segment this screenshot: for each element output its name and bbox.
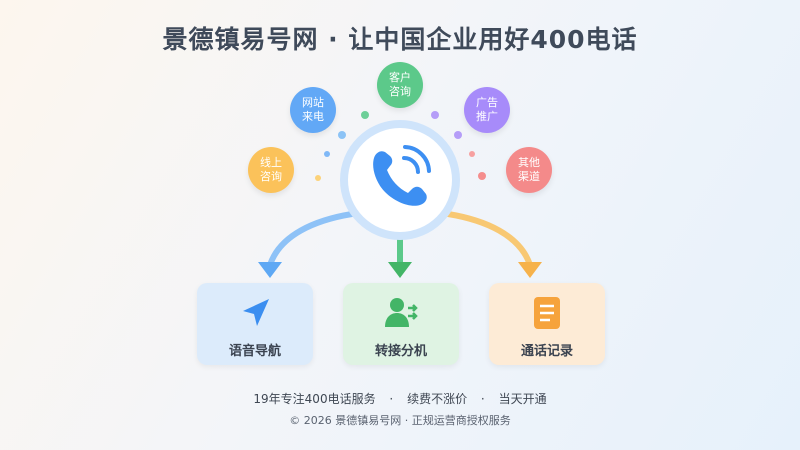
channel-label: 推广 — [476, 110, 498, 123]
channel-online-consult: 线上咨询 — [248, 147, 294, 193]
decor-dot — [315, 175, 321, 181]
footer-highlights: 19年专注400电话服务 · 续费不涨价 · 当天开通 — [0, 390, 800, 407]
decor-dot — [338, 131, 346, 139]
user-transfer-icon — [385, 298, 418, 327]
decor-dot — [361, 111, 369, 119]
arrow-head-icon — [258, 262, 282, 278]
copyright: © 2026 景德镇易号网 · 正规运营商授权服务 — [289, 414, 511, 427]
channel-ad-promotion: 广告推广 — [464, 87, 510, 133]
page-title: 景德镇易号网 · 让中国企业用好400电话 — [162, 25, 638, 54]
channel-label: 咨询 — [260, 170, 282, 183]
channel-customer-consult: 客户咨询 — [377, 62, 423, 108]
navigation-arrow-icon — [243, 299, 269, 326]
feature-label: 转接分机 — [374, 344, 427, 359]
arrow-head-icon — [388, 262, 412, 278]
channel-label: 广告 — [476, 96, 498, 109]
decor-dot — [431, 111, 439, 119]
separator: · — [389, 392, 394, 406]
decor-dot — [454, 131, 462, 139]
arrow-head-icon — [518, 262, 542, 278]
channel-other: 其他渠道 — [506, 147, 552, 193]
arrow-to-voice-nav — [267, 211, 355, 268]
document-icon — [534, 297, 560, 329]
channel-label: 网站 — [302, 96, 324, 109]
channel-label: 来电 — [302, 110, 324, 123]
channel-label: 客户 — [389, 71, 411, 84]
decor-dot — [478, 172, 486, 180]
channel-label: 其他 — [518, 156, 540, 169]
phone-circle — [348, 128, 452, 232]
decor-dot — [324, 151, 330, 157]
separator: · — [480, 392, 485, 406]
highlight-same-day: 当天开通 — [498, 392, 547, 406]
channel-label: 线上 — [260, 156, 282, 169]
feature-card-voice-nav: 语音导航 — [197, 283, 313, 365]
feature-label: 语音导航 — [228, 344, 281, 359]
feature-card-call-log: 通话记录 — [489, 283, 605, 365]
highlight-years: 19年专注400电话服务 — [253, 392, 376, 406]
arrow-to-call-log — [445, 211, 533, 268]
phone-icon — [373, 145, 431, 206]
highlight-renewal: 续费不涨价 — [407, 392, 468, 406]
channel-label: 咨询 — [389, 85, 411, 98]
channel-website-call: 网站来电 — [290, 87, 336, 133]
feature-card-extension: 转接分机 — [343, 283, 459, 365]
channel-label: 渠道 — [518, 170, 540, 183]
decor-dot — [469, 151, 475, 157]
feature-label: 通话记录 — [520, 344, 573, 359]
